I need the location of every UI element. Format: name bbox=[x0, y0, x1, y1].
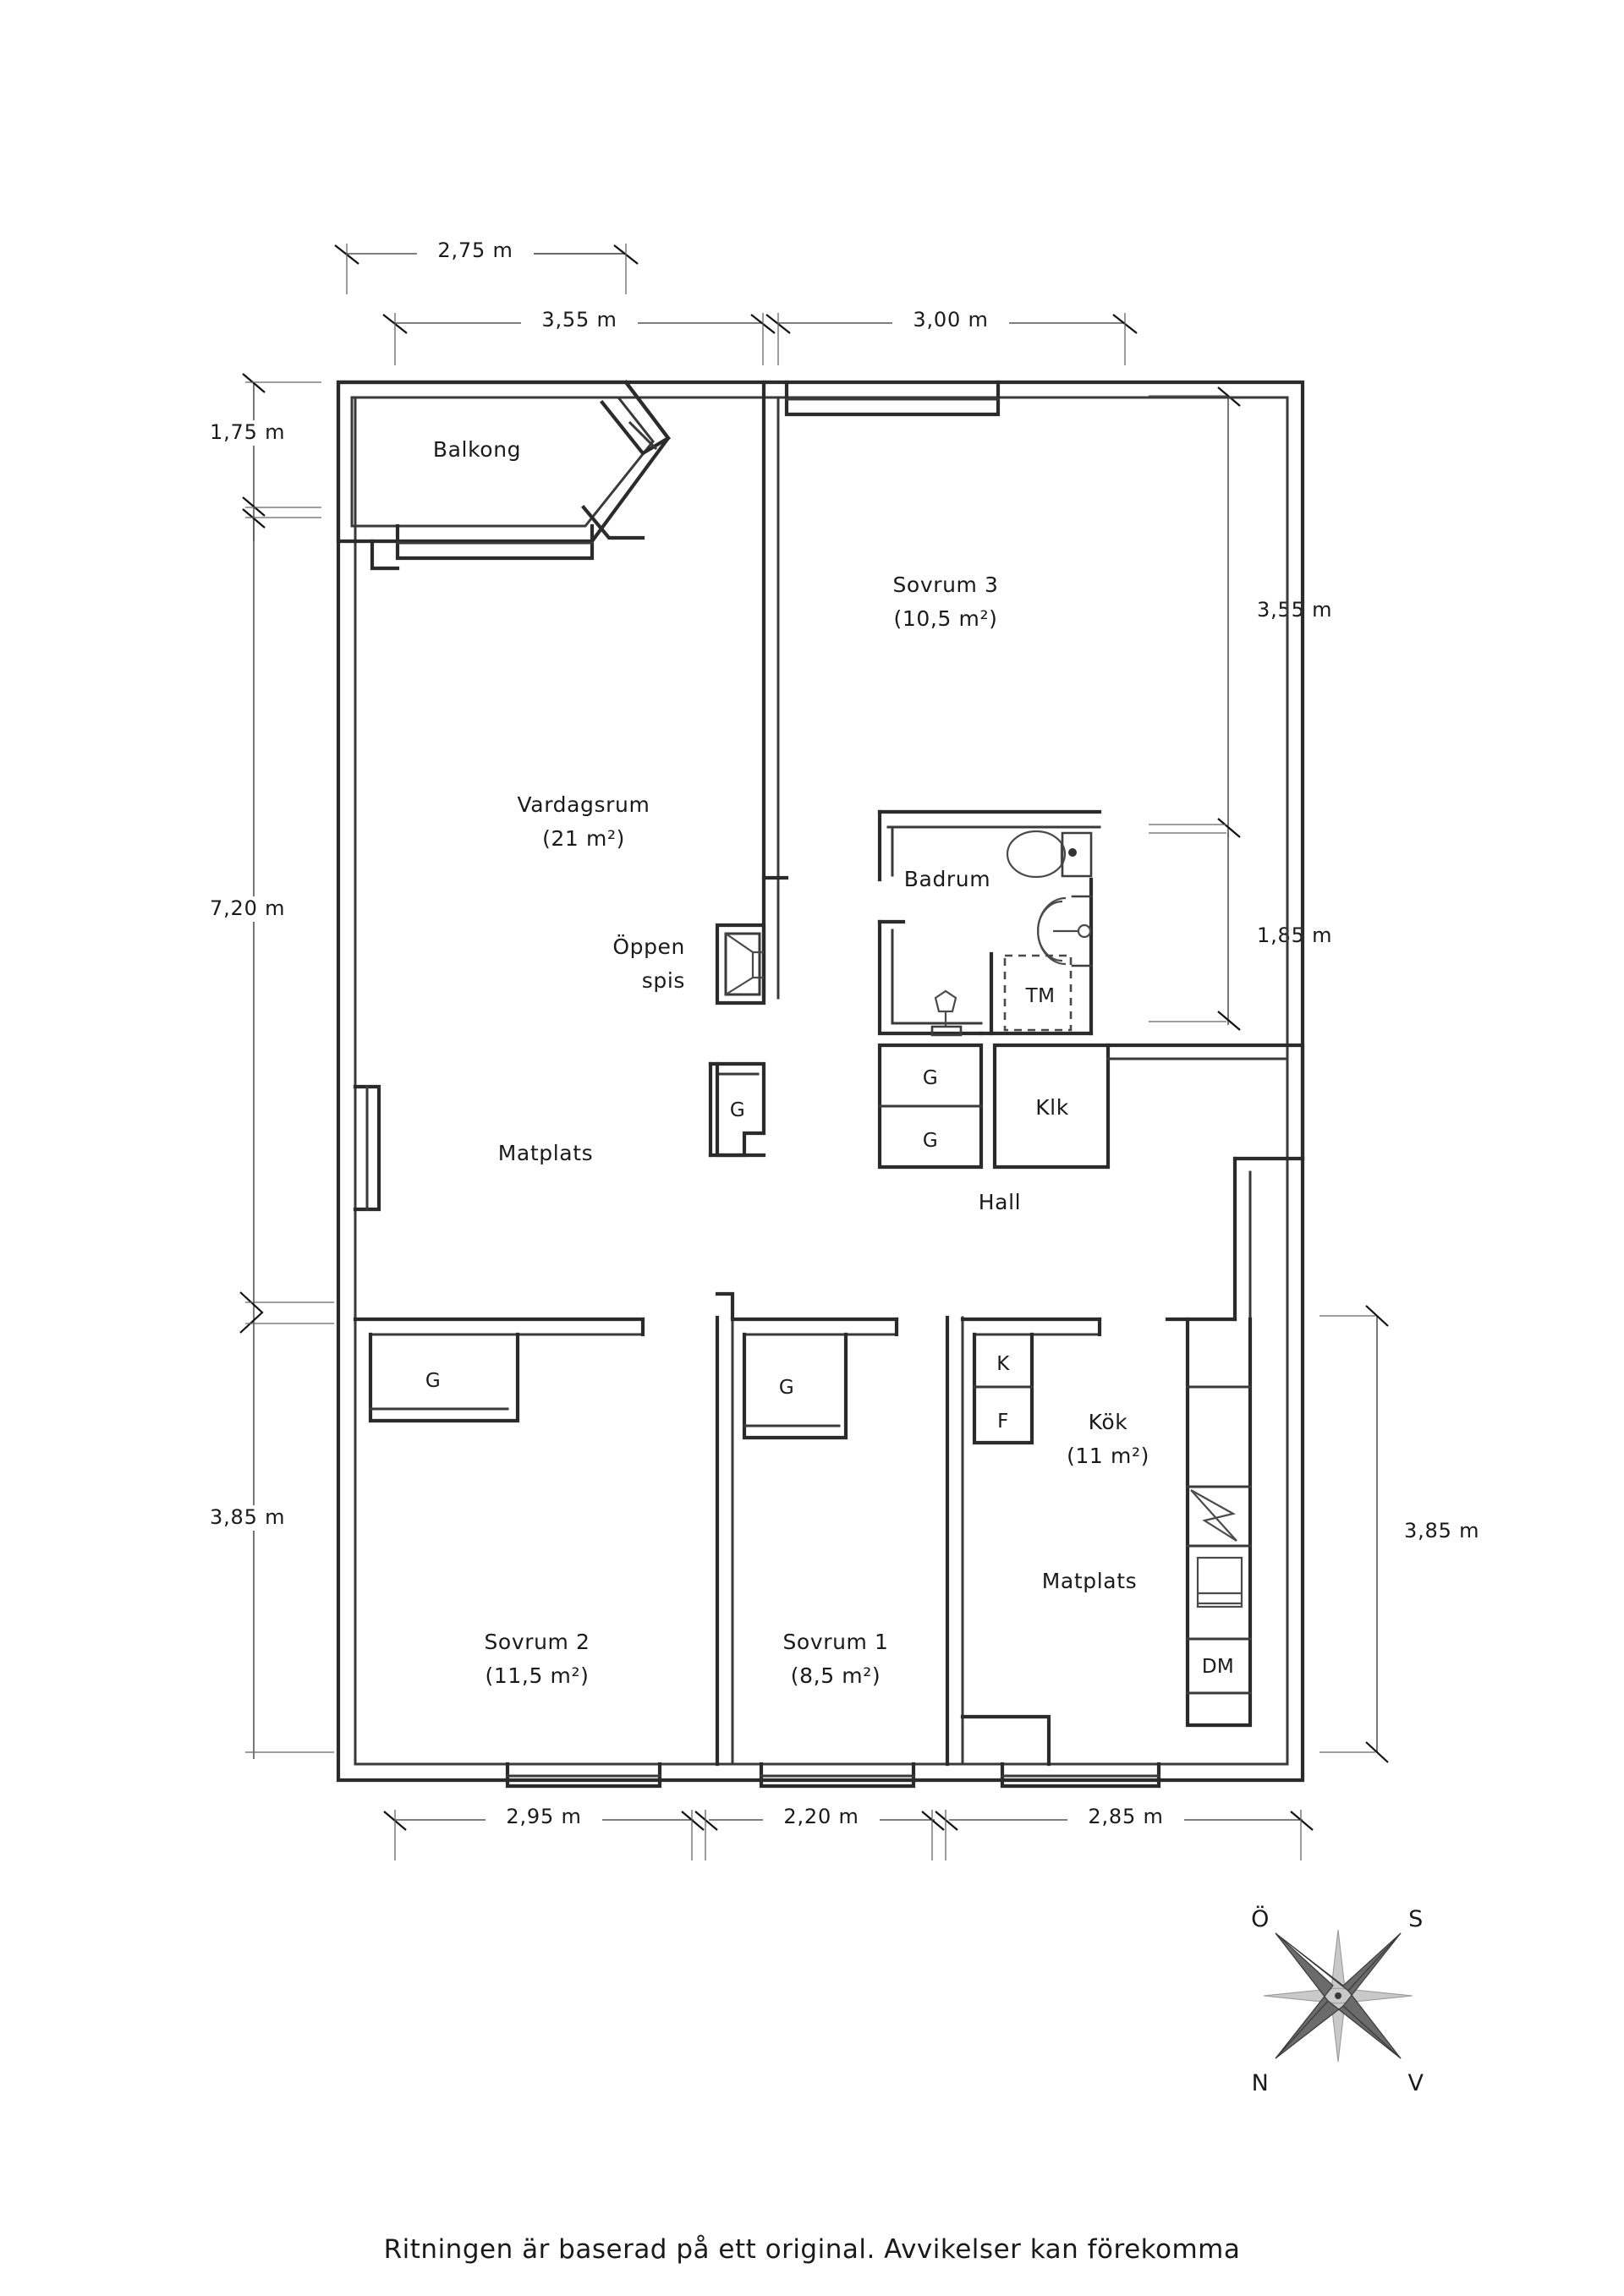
dimension-label: 2,20 m bbox=[783, 1805, 859, 1828]
room-label-sovrum1: Sovrum 1 bbox=[782, 1630, 888, 1654]
dimension-right-2: 1,85 m bbox=[1149, 833, 1360, 1031]
dimension-label: 3,55 m bbox=[1257, 598, 1332, 622]
room-label-sovrum3: Sovrum 3 bbox=[892, 573, 998, 597]
compass-rose: Ö S N V bbox=[1251, 1905, 1424, 2096]
dimension-top-1: 2,75 m bbox=[334, 238, 639, 294]
dimension-bottom-1: 2,95 m bbox=[383, 1805, 718, 1860]
appliance-label-fridge: F bbox=[997, 1411, 1009, 1433]
room-label-oppen-spis-line2: spis bbox=[642, 968, 685, 993]
dimensions-left: 1,75 m 7,20 m 3,85 m bbox=[196, 373, 334, 1759]
dimensions-bottom: 2,95 m 2,20 m 2,85 m bbox=[383, 1805, 1314, 1860]
closet-label-sovrum2: G bbox=[425, 1370, 441, 1392]
dimension-right-3: 3,85 m bbox=[1320, 1305, 1508, 1763]
dimension-bottom-2: 2,20 m bbox=[709, 1805, 958, 1860]
appliance-label-tm: TM bbox=[1025, 985, 1056, 1007]
dimension-left-3: 3,85 m bbox=[196, 1291, 334, 1759]
compass-label-top-left: Ö bbox=[1251, 1905, 1270, 1932]
dimension-label: 7,20 m bbox=[210, 896, 285, 920]
washing-machine-tm bbox=[989, 951, 1073, 1036]
kitchen-stove-fridge-unit bbox=[972, 1332, 1034, 1445]
compass-label-top-right: S bbox=[1408, 1906, 1424, 1932]
drawing-disclaimer-caption: Ritningen är baserad på ett original. Av… bbox=[384, 2234, 1241, 2265]
room-label-matplats-lower: Matplats bbox=[1042, 1569, 1137, 1593]
kitchen-counter-right bbox=[1185, 1317, 1253, 1728]
compass-label-bottom-right: V bbox=[1408, 2070, 1424, 2096]
room-label-hall: Hall bbox=[979, 1190, 1021, 1214]
room-label-vardagsrum: Vardagsrum bbox=[518, 792, 650, 817]
dimension-label: 3,55 m bbox=[541, 308, 617, 332]
dimension-label: 3,85 m bbox=[210, 1505, 285, 1529]
dimension-label: 3,85 m bbox=[1404, 1519, 1479, 1543]
closet-matplats-upper bbox=[715, 1061, 766, 1158]
hall-walls bbox=[1106, 1043, 1305, 1322]
dimension-label: 2,75 m bbox=[437, 238, 513, 262]
dimensions-top: 2,75 m 3,55 m 3,00 m bbox=[334, 238, 1138, 365]
closet-label-bath-upper: G bbox=[923, 1067, 938, 1089]
lower-partition-walls bbox=[353, 1291, 1161, 1789]
closet-label-sovrum1: G bbox=[779, 1377, 794, 1399]
room-label-oppen-spis-line1: Öppen bbox=[612, 934, 685, 959]
room-label-balkong: Balkong bbox=[433, 437, 521, 462]
room-label-kok: Kök bbox=[1089, 1410, 1128, 1434]
room-area-sovrum2: (11,5 m²) bbox=[486, 1663, 590, 1688]
room-area-kok: (11 m²) bbox=[1067, 1444, 1149, 1468]
room-label-matplats-upper: Matplats bbox=[498, 1141, 593, 1165]
room-area-vardagsrum: (21 m²) bbox=[542, 826, 625, 851]
dimension-label: 1,75 m bbox=[210, 420, 285, 444]
room-area-sovrum1: (8,5 m²) bbox=[791, 1663, 881, 1688]
dimension-left-1: 1,75 m bbox=[196, 373, 321, 541]
klk-walls bbox=[992, 1043, 1111, 1170]
vardagsrum-walls bbox=[353, 380, 789, 1212]
building-outline bbox=[336, 380, 1305, 1783]
closet-pair-walls bbox=[877, 1043, 984, 1170]
dimension-label: 1,85 m bbox=[1257, 923, 1332, 947]
dimension-top-2: 3,55 m bbox=[382, 308, 776, 365]
dimension-label: 2,85 m bbox=[1088, 1805, 1163, 1828]
balcony-structure bbox=[336, 380, 672, 571]
toilet-icon bbox=[1006, 830, 1093, 879]
room-label-badrum: Badrum bbox=[904, 867, 990, 891]
compass-label-bottom-left: N bbox=[1252, 2070, 1270, 2096]
room-area-sovrum3: (10,5 m²) bbox=[894, 606, 998, 631]
dimensions-right: 3,55 m 1,85 m 3,85 m bbox=[1149, 386, 1508, 1763]
dimension-label: 3,00 m bbox=[913, 308, 988, 332]
fireplace-oppen-spis bbox=[715, 923, 766, 1006]
dimension-right-1: 3,55 m bbox=[1149, 386, 1360, 838]
sovrum3-walls bbox=[784, 380, 1102, 829]
appliance-label-stove: K bbox=[996, 1353, 1010, 1375]
closet-sovrum2 bbox=[368, 1332, 520, 1423]
dimension-label: 2,95 m bbox=[506, 1805, 581, 1828]
closet-label-bath-lower: G bbox=[923, 1130, 938, 1152]
sink-icon bbox=[1037, 895, 1093, 967]
room-label-klk: Klk bbox=[1035, 1095, 1069, 1120]
appliance-label-dm: DM bbox=[1202, 1656, 1234, 1678]
dimension-bottom-3: 2,85 m bbox=[949, 1805, 1314, 1860]
bath-floor-fixture-icon bbox=[930, 989, 963, 1037]
room-label-sovrum2: Sovrum 2 bbox=[484, 1630, 590, 1654]
closet-sovrum1 bbox=[742, 1332, 848, 1440]
badrum-walls bbox=[877, 809, 1094, 1036]
dimension-left-2: 7,20 m bbox=[196, 508, 321, 1302]
dimension-top-3: 3,00 m bbox=[765, 308, 1138, 365]
closet-label-vardagsrum: G bbox=[730, 1099, 745, 1121]
